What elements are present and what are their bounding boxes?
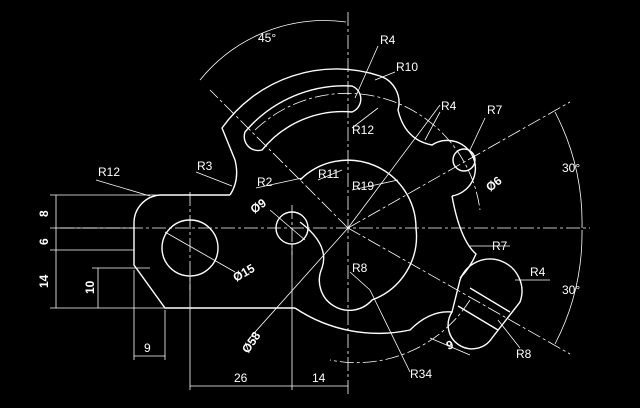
label-phi58: Ø58 (239, 329, 264, 356)
label-dim-26: 26 (234, 371, 248, 385)
leader-r12-inner (351, 107, 379, 129)
leader-r2 (255, 177, 303, 189)
label-phi15: Ø15 (231, 261, 258, 285)
label-dim-14-bottom: 14 (312, 371, 326, 385)
label-dim-9-bottom: 9 (144, 341, 151, 355)
label-dim-9-slot: 9 (444, 337, 455, 353)
label-dim-8: 8 (37, 210, 51, 217)
label-r7-right: R7 (492, 239, 508, 253)
dim-arc-45 (199, 20, 347, 81)
label-r10: R10 (396, 60, 418, 74)
diagonal-centerline-30-up (347, 101, 571, 229)
leader-r4-top (354, 45, 379, 99)
dimension-lines (50, 20, 583, 390)
label-r4-mid: R4 (441, 99, 457, 113)
left-lug-outline (133, 194, 295, 309)
dim-arc-30-upper (554, 111, 583, 229)
upper-arm-end (379, 75, 477, 197)
leader-r10 (374, 71, 396, 81)
centerline-arc-r34 (254, 92, 481, 211)
centerline-arc-r34-lower (329, 299, 471, 364)
leader-r7-top (469, 117, 486, 151)
label-r12-left: R12 (98, 165, 120, 179)
leader-r11 (317, 169, 343, 181)
dim-line-slot-9 (429, 337, 471, 356)
lower-slot-inner-b (457, 305, 499, 331)
leader-r19-radial (347, 104, 441, 229)
part-outline (133, 68, 523, 350)
label-r3: R3 (197, 159, 213, 173)
right-side-contour (451, 195, 477, 279)
label-dim-10: 10 (83, 280, 97, 294)
label-r4-top: R4 (380, 33, 396, 47)
phi6-hole (452, 148, 476, 172)
label-dim-6: 6 (37, 238, 51, 245)
label-r19: R19 (352, 179, 374, 193)
label-phi6: Ø6 (483, 173, 504, 194)
label-r12-inner: R12 (352, 123, 374, 137)
leader-phi9 (269, 209, 306, 241)
leader-phi58 (247, 227, 349, 341)
label-r8-center: R8 (352, 261, 368, 275)
label-angle-right-upper: 30° (562, 161, 580, 175)
leader-r12-left (95, 179, 151, 197)
label-r2: R2 (257, 175, 273, 189)
label-angle-right-lower: 30° (562, 283, 580, 297)
leader-phi15 (164, 231, 236, 273)
label-r8-lower: R8 (516, 347, 532, 361)
leader-r4-mid (424, 111, 441, 141)
upper-arc-slot (243, 85, 362, 152)
leader-r19 (351, 179, 399, 191)
dimension-labels: 45° R4 R10 R4 R7 R12 R12 R3 R11 R2 R19 Ø… (37, 31, 580, 385)
central-boss-r19 (299, 159, 418, 311)
label-r34: R34 (410, 367, 432, 381)
upper-arm-outer (221, 68, 381, 196)
leader-r3 (195, 171, 233, 187)
lower-contour (294, 307, 453, 335)
label-dim-14-left: 14 (37, 274, 51, 288)
leader-r8-lower (497, 319, 521, 349)
leader-r8-center (349, 271, 371, 291)
diagonal-centerline-45 (209, 89, 349, 229)
dim-arc-30-lower (554, 229, 583, 345)
lower-arc-slot (447, 258, 523, 350)
label-r7-top: R7 (487, 103, 503, 117)
label-phi9: Ø9 (248, 196, 269, 217)
label-angle-top: 45° (258, 31, 276, 45)
label-r4-lower: R4 (530, 265, 546, 279)
lower-slot-inner-a (469, 287, 511, 313)
leader-r34 (369, 289, 411, 373)
diagonal-centerline-30-down (347, 227, 571, 355)
center-lines (60, 12, 590, 395)
label-r11: R11 (318, 167, 339, 181)
